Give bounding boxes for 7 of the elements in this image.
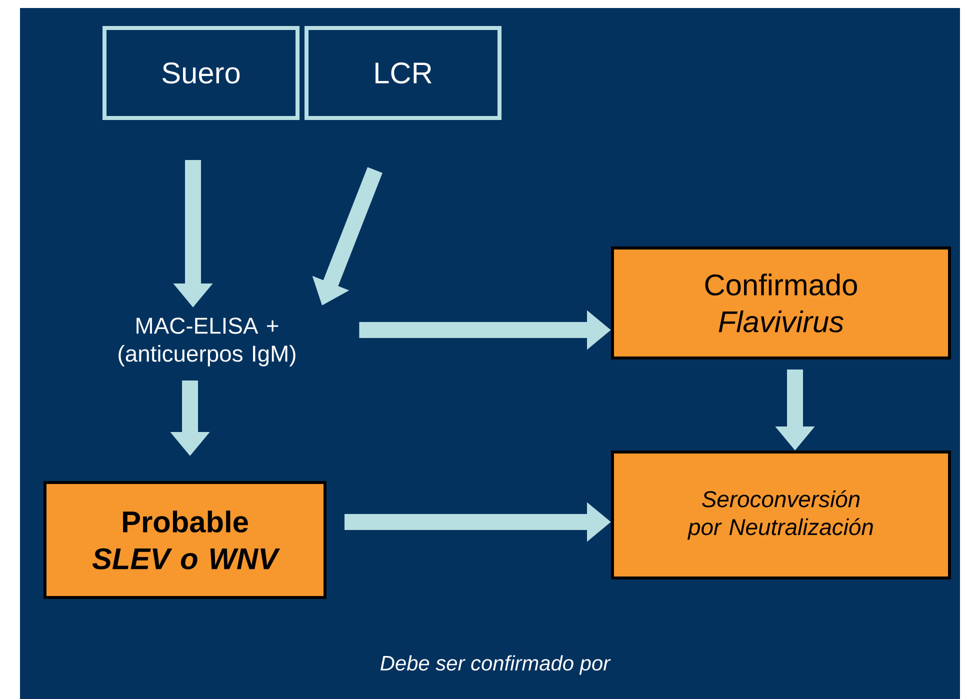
result-box: Probable SLEV o WNV — [44, 481, 326, 599]
sample-box: LCR — [304, 26, 502, 120]
result-box: Seroconversión por Neutralización — [611, 450, 951, 580]
result-box: Confirmado Flavivirus — [611, 246, 951, 360]
sample-box: Suero — [102, 26, 300, 120]
test-label: MAC-ELISA + (anticuerpos IgM) — [118, 318, 296, 366]
note-text: Debe ser confirmado por — [380, 655, 611, 675]
